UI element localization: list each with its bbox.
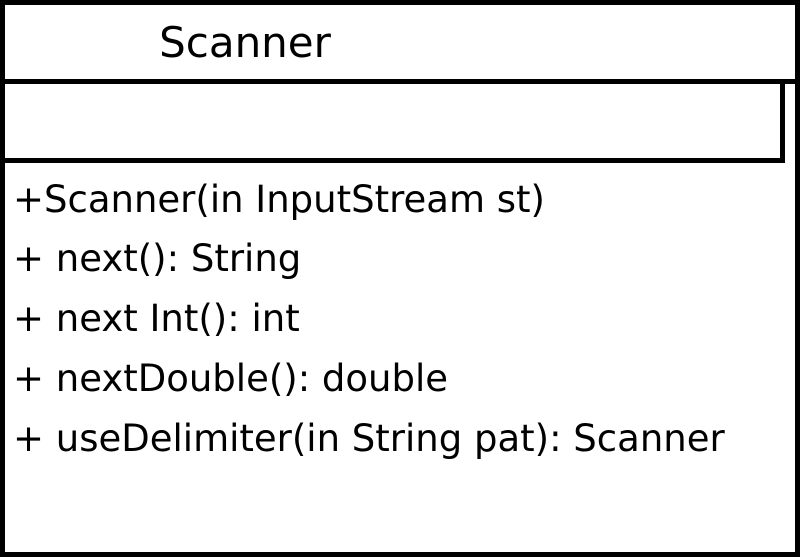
name-divider (5, 79, 795, 84)
operations-compartment: +Scanner(in InputStream st) + next(): St… (13, 171, 725, 469)
attributes-compartment (5, 84, 785, 160)
operation-use-delimiter: + useDelimiter(in String pat): Scanner (13, 417, 725, 460)
attributes-divider (5, 158, 785, 163)
operation-next: + next(): String (13, 237, 302, 280)
class-name: Scanner (159, 18, 331, 67)
operation-next-double: + nextDouble(): double (13, 357, 449, 400)
operation-next-int: + next Int(): int (13, 297, 300, 340)
operation-constructor: +Scanner(in InputStream st) (13, 178, 545, 221)
